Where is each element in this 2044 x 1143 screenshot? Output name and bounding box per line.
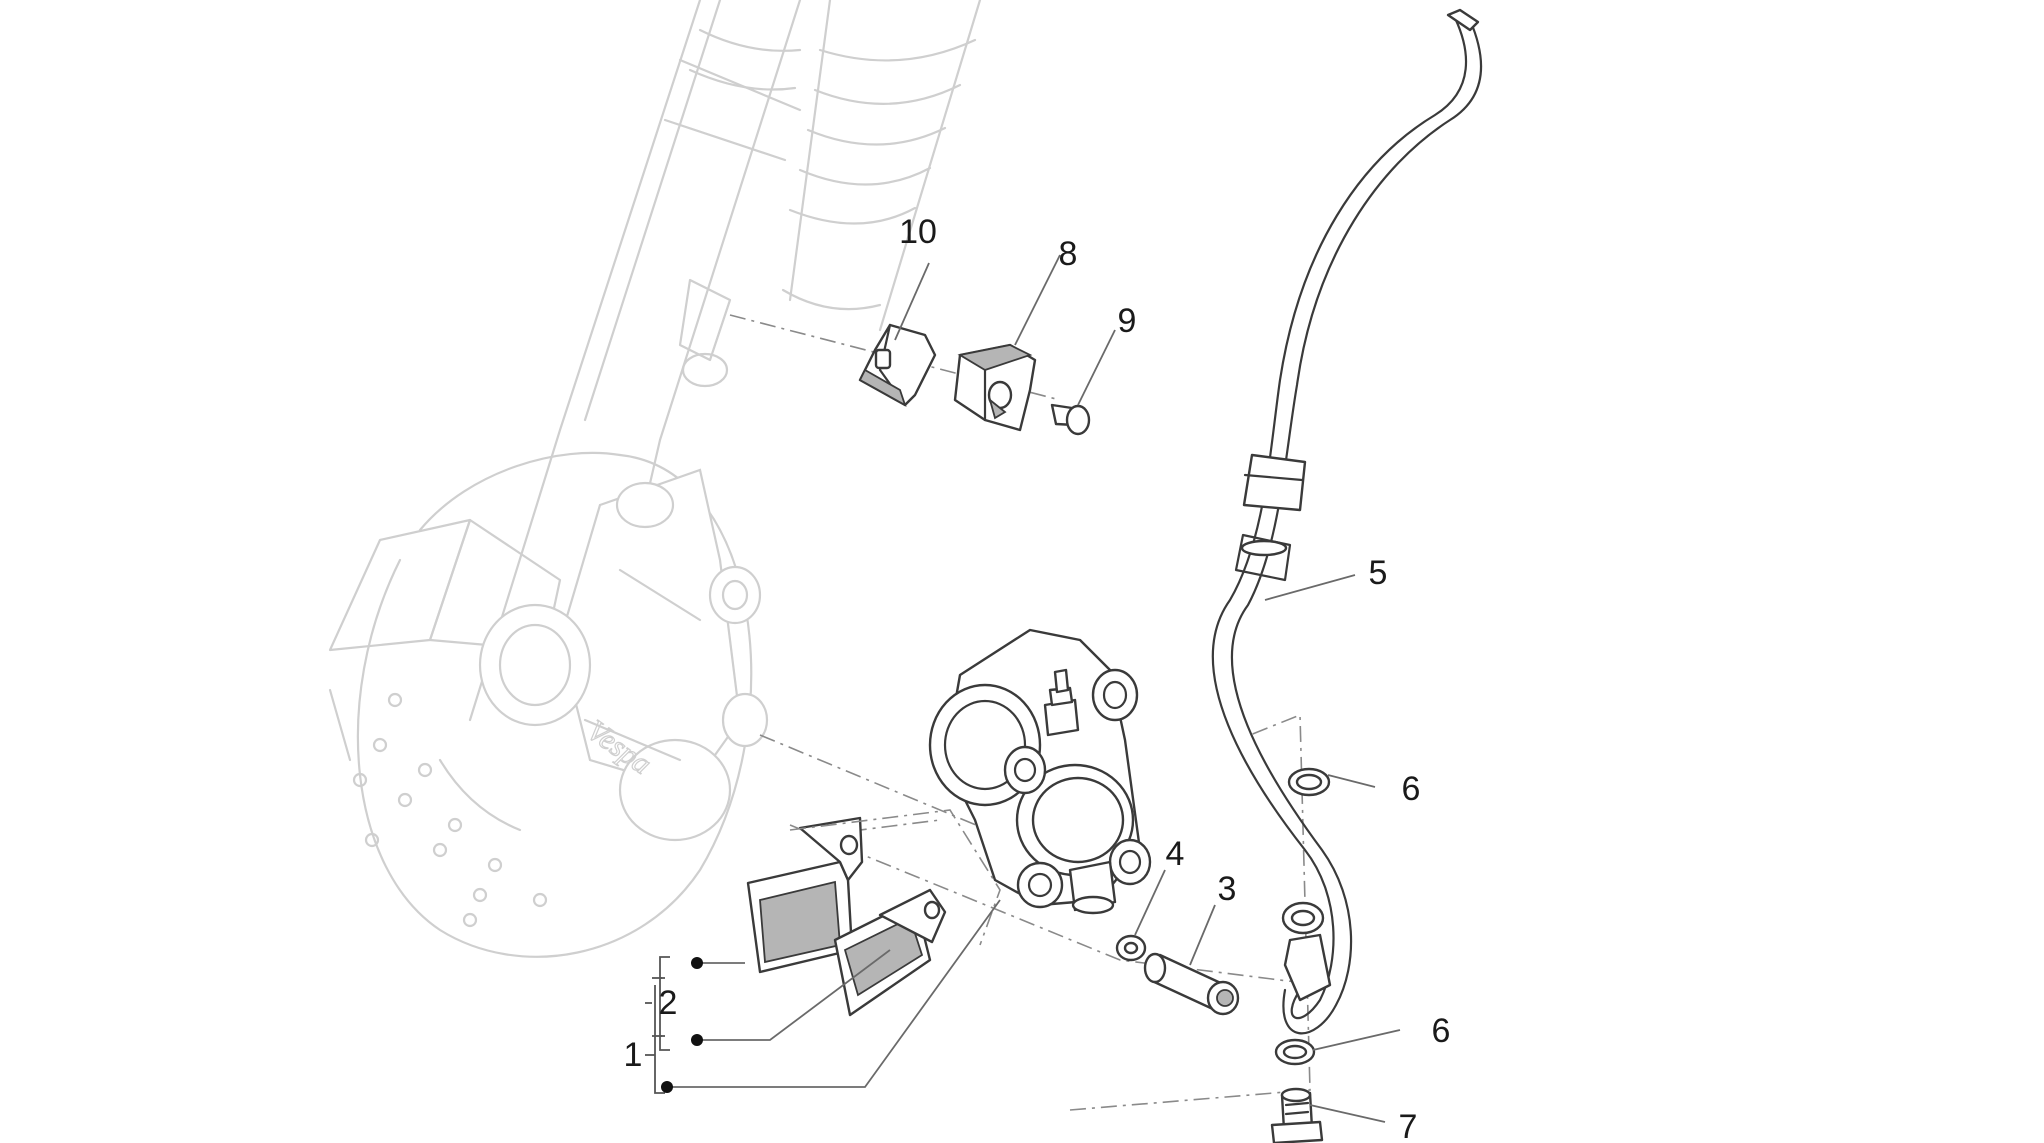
kit-dot-pad-b [691,1034,703,1046]
part-8-bracket [953,343,1037,432]
callout-2: 2 [659,984,678,1022]
callout-4: 4 [1166,835,1185,873]
callout-10: 10 [899,213,937,251]
disc-holes [352,692,548,928]
part-10-clip [858,323,937,407]
part-9-screw [1050,403,1091,436]
part-2-brake-pads [746,809,1001,1017]
callout-8: 8 [1059,235,1078,273]
part-7-banjo-bolt [1270,1087,1324,1143]
callout-7: 7 [1399,1108,1418,1143]
part-4-washer [1115,934,1147,962]
kit-dot-caliper [661,1081,673,1093]
callout-6-lower: 6 [1432,1012,1451,1050]
kit-dots [661,957,703,1093]
part-5-brake-hose [1211,8,1483,1035]
kit-bracket [645,956,670,1094]
leader-lines [665,254,1401,1123]
ghosted-fork-assembly: Vespa [328,0,982,958]
part-6-washer-lower [1274,1038,1316,1066]
callout-3: 3 [1218,870,1237,908]
callout-6-upper: 6 [1402,770,1421,808]
part-1-brake-caliper [928,628,1152,915]
callout-9: 9 [1118,302,1137,340]
kit-dot-pad-a [691,957,703,969]
part-3-caliper-bolt [1143,952,1240,1016]
part-6-washer-upper [1287,767,1331,797]
callout-labels: 10 8 9 5 6 4 3 2 1 6 7 [624,213,1451,1143]
callout-1: 1 [624,1036,643,1074]
callout-5: 5 [1369,554,1388,592]
